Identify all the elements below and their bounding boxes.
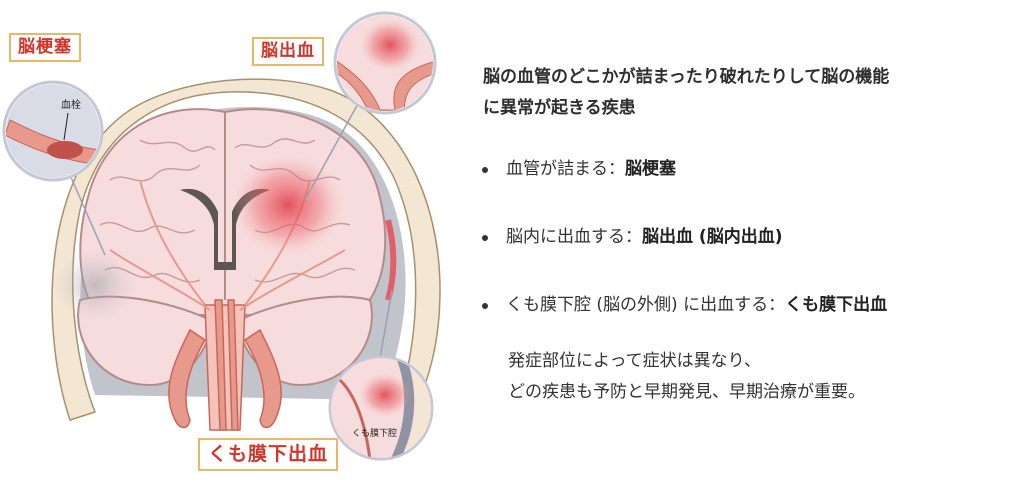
intracerebral-hemorrhage xyxy=(233,155,343,255)
bullet-prefix: 脳内に出血する： xyxy=(506,227,642,247)
text-panel: 脳の血管のどこかが詰まったり破れたりして脳の機能 に異常が起きる疾患 血管が詰ま… xyxy=(478,0,1018,493)
bullet-list: 血管が詰まる：脳梗塞 脳内に出血する：脳出血 (脳内出血) くも膜下腔 (脳の外… xyxy=(478,157,887,361)
inset-sah: くも膜下腔 xyxy=(328,355,434,461)
brainstem-vessels xyxy=(168,299,282,431)
infarct-callout-label: 脳梗塞 xyxy=(9,33,81,62)
bullet-dot xyxy=(482,303,488,309)
inset-infarct: 血栓 xyxy=(2,80,104,182)
closing-line-1: 発症部位によって症状は異なり、 xyxy=(508,351,761,371)
bullet-term: 脳出血 (脳内出血) xyxy=(642,227,783,247)
cerebral-vessels xyxy=(109,179,346,311)
bullet-prefix: くも膜下腔 (脳の外側) に出血する： xyxy=(506,295,786,315)
subarachnoid-space-label: くも膜下腔 xyxy=(352,427,397,439)
intro-line-1: 脳の血管のどこかが詰まったり破れたりして脳の機能 xyxy=(483,67,890,87)
hemorrhage-callout-label: 脳出血 xyxy=(252,37,324,66)
intro-heading: 脳の血管のどこかが詰まったり破れたりして脳の機能 に異常が起きる疾患 xyxy=(483,62,1013,124)
bullet-hemorrhage: 脳内に出血する：脳出血 (脳内出血) xyxy=(478,225,887,249)
clot-label: 血栓 xyxy=(61,98,81,111)
closing-note: 発症部位によって症状は異なり、 どの疾患も予防と早期発見、早期治療が重要。 xyxy=(508,346,865,408)
leader-lines xyxy=(69,99,393,359)
bullet-dot xyxy=(482,167,488,173)
bullet-prefix: 血管が詰まる： xyxy=(506,159,625,179)
bullet-term: 脳梗塞 xyxy=(625,159,676,179)
subarachnoid-bleed xyxy=(385,219,397,301)
bullet-dot xyxy=(482,235,488,241)
bullet-sah: くも膜下腔 (脳の外側) に出血する：くも膜下出血 xyxy=(478,293,887,317)
bullet-infarct: 血管が詰まる：脳梗塞 xyxy=(478,157,887,181)
sah-callout-label: くも膜下出血 xyxy=(198,438,339,471)
bullet-term: くも膜下出血 xyxy=(785,295,888,315)
intro-line-2: に異常が起きる疾患 xyxy=(483,98,636,118)
brain-cross-section-illustration: 血栓 くも膜下腔 xyxy=(2,11,441,461)
inset-hemorrhage xyxy=(333,11,437,115)
infarct-area xyxy=(55,250,135,320)
closing-line-2: どの疾患も予防と早期発見、早期治療が重要。 xyxy=(508,382,865,402)
